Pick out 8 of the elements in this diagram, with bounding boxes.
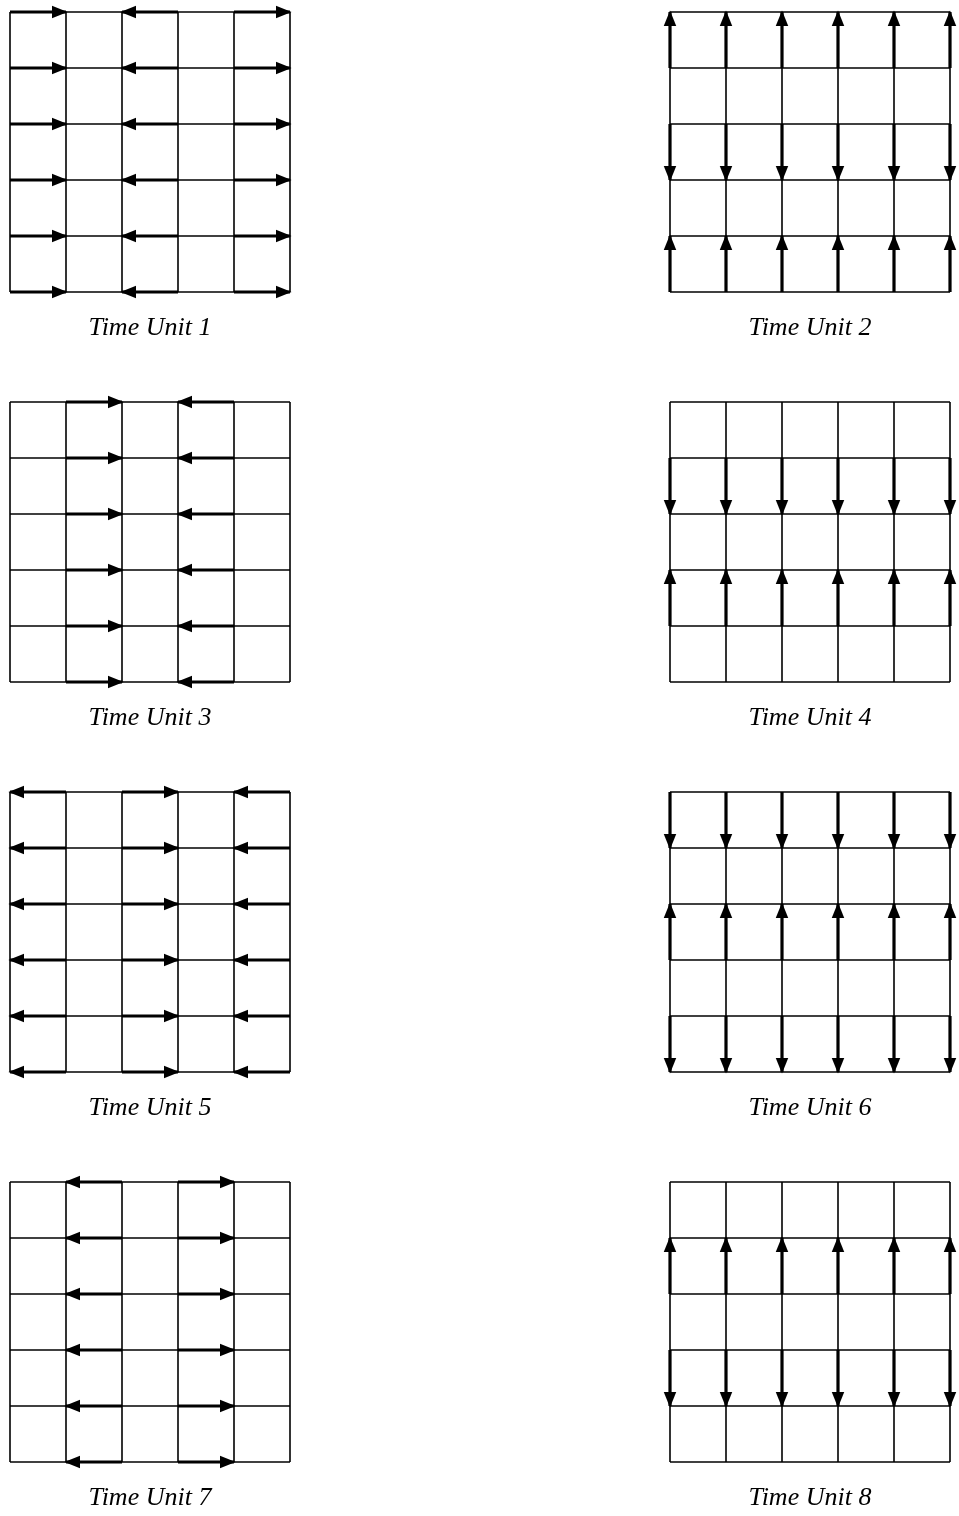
panel-caption: Time Unit 3 <box>88 702 212 732</box>
panel-caption: Time Unit 2 <box>748 312 872 342</box>
panel-caption: Time Unit 1 <box>88 312 212 342</box>
panel-caption: Time Unit 8 <box>748 1482 872 1512</box>
panel-caption: Time Unit 4 <box>748 702 872 732</box>
panel-caption: Time Unit 5 <box>88 1092 212 1122</box>
panel-caption: Time Unit 7 <box>88 1482 212 1512</box>
panel-caption: Time Unit 6 <box>748 1092 872 1122</box>
